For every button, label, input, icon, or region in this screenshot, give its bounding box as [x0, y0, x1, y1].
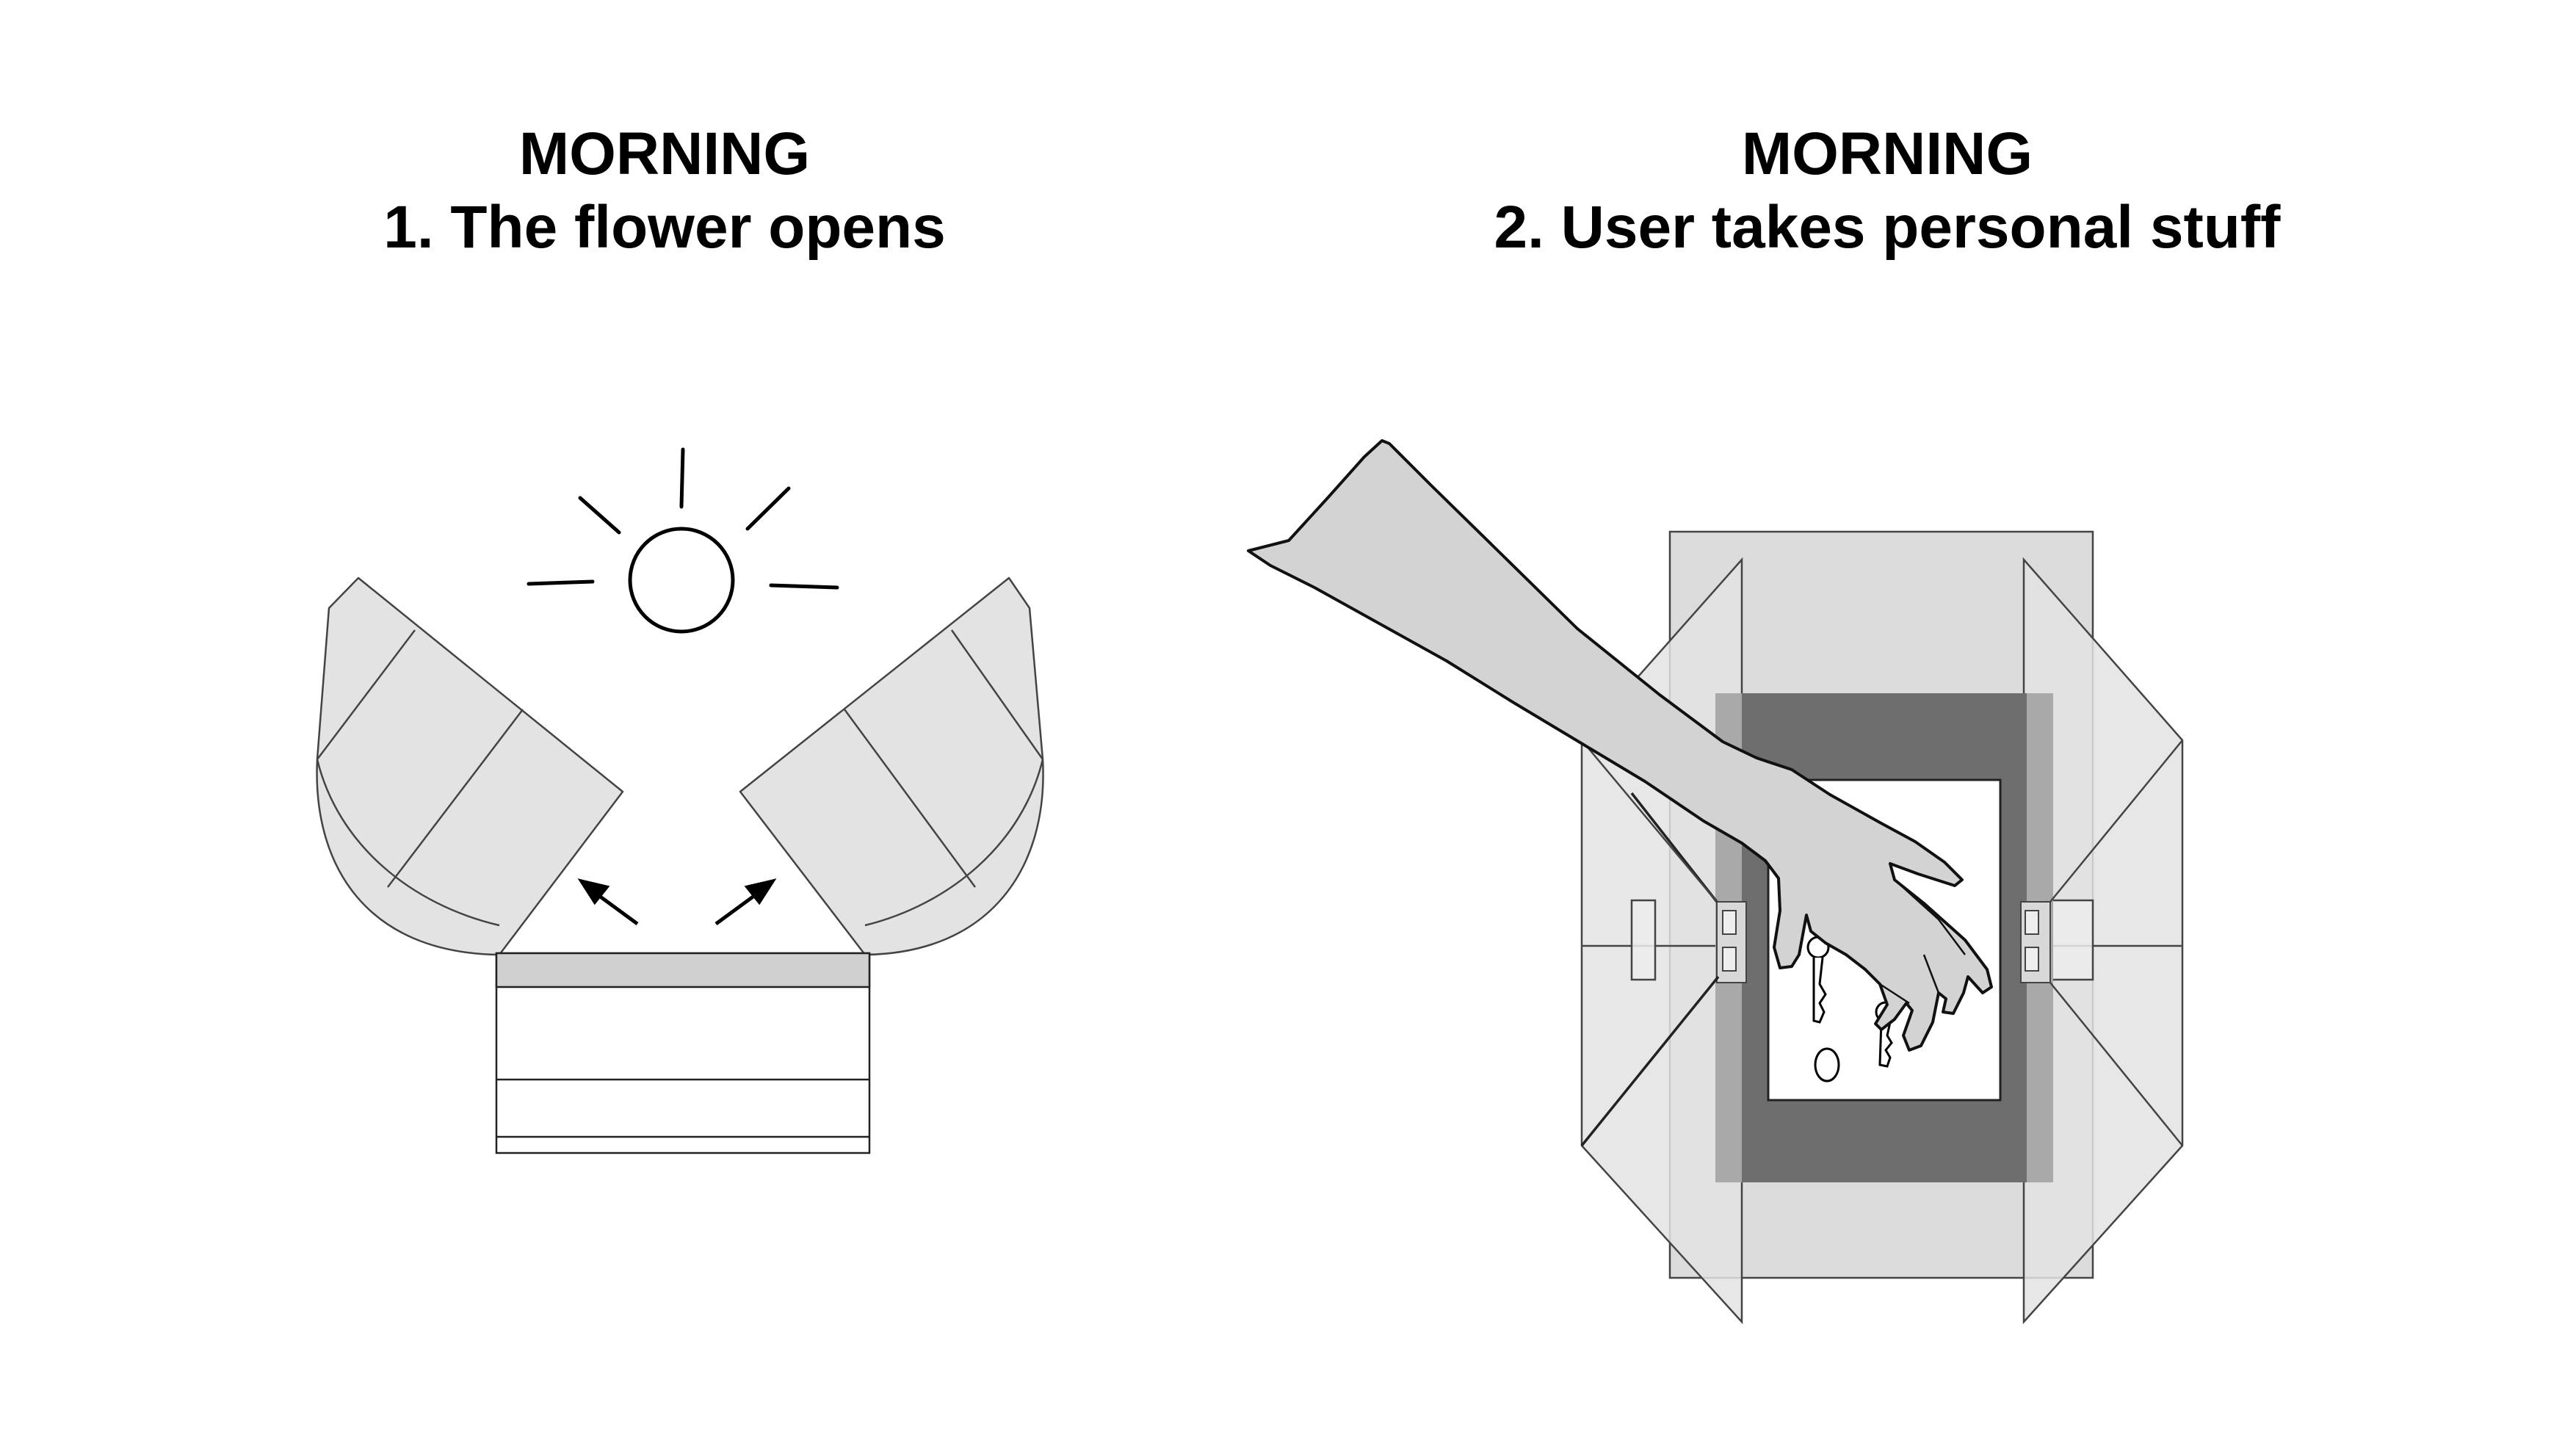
flower-base-box — [495, 952, 871, 1154]
coin-icon — [1814, 1047, 1840, 1082]
panel-1-illustration — [316, 447, 1044, 1154]
arrow-up-right-icon — [714, 878, 777, 926]
panel-1-caption: 1. The flower opens — [383, 194, 946, 261]
key-icon — [1806, 936, 1830, 1024]
panel-1-heading: MORNING — [518, 120, 811, 187]
panel-1-title: MORNING 1. The flower opens — [220, 118, 1109, 264]
panel-2-illustration — [1247, 439, 2184, 1325]
panel-2-title: MORNING 2. User takes personal stuff — [1381, 118, 2394, 264]
right-petal — [739, 576, 1044, 956]
panel-2-caption: 2. User takes personal stuff — [1494, 194, 2281, 261]
right-hinge — [2020, 901, 2051, 983]
left-hinge — [1716, 901, 1747, 983]
arrow-up-left-icon — [577, 878, 639, 926]
panel-2-heading: MORNING — [1741, 120, 2033, 187]
left-petal — [316, 576, 624, 956]
fold-lines-right — [1581, 740, 2183, 1146]
sun-icon — [527, 447, 839, 634]
right-flap — [2022, 557, 2184, 1325]
hand-arm-illustration — [1247, 439, 1993, 1052]
